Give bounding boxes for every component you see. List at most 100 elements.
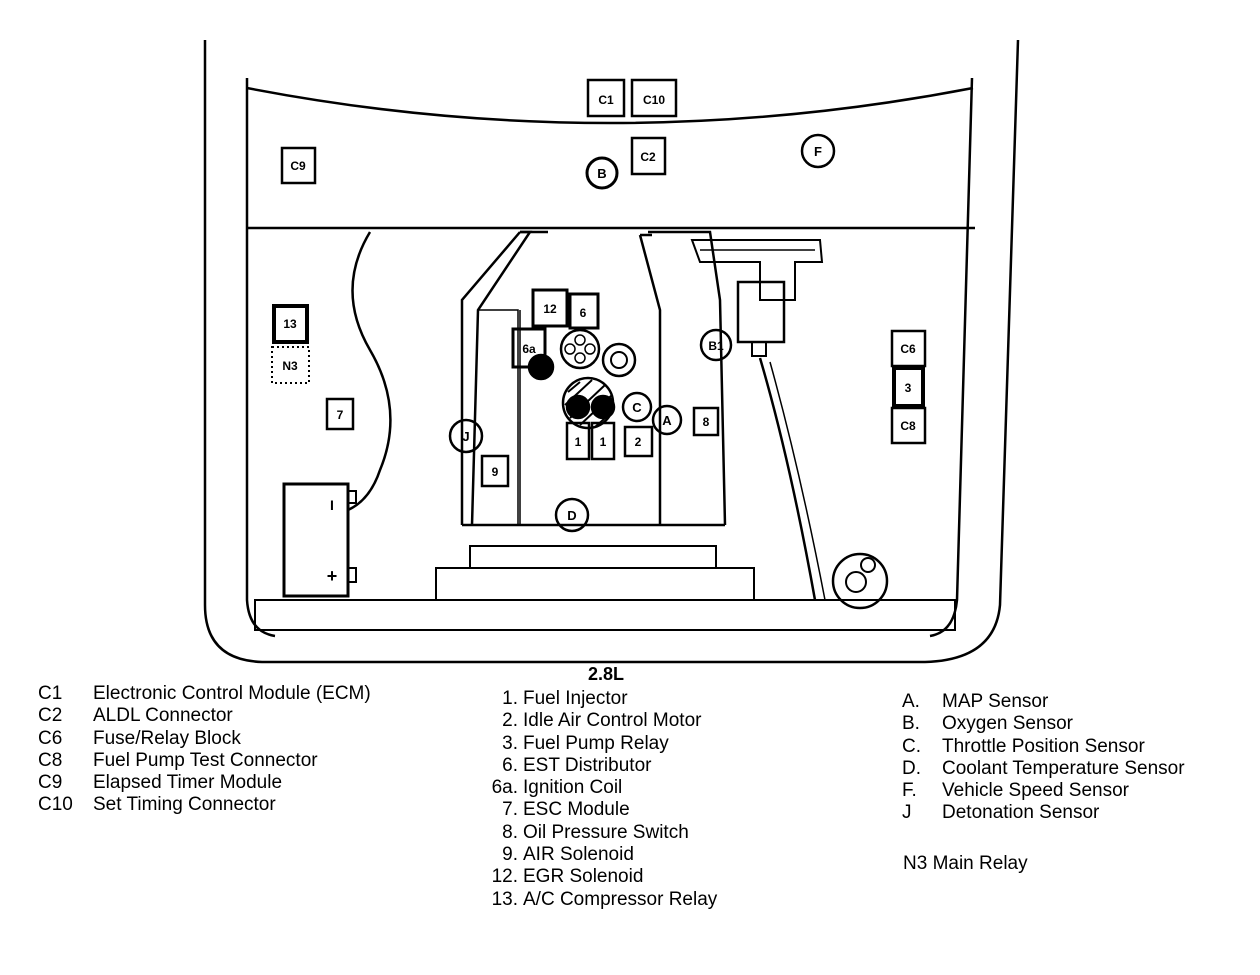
d-circle [554, 497, 590, 533]
coil-knob [527, 353, 555, 381]
distributor-cap [559, 328, 601, 370]
legend-code: 1. [502, 688, 518, 709]
legend-desc: ALDL Connector [93, 705, 233, 727]
callout-c1: C1 [598, 93, 614, 107]
legend-code: C. [902, 735, 921, 757]
engine-right-bank [638, 230, 727, 526]
n2-box [623, 425, 654, 458]
legend-code: 9. [502, 844, 518, 866]
harness-left [347, 231, 392, 512]
callout-b1: B1 [708, 339, 724, 353]
legend-code: J [902, 802, 912, 824]
n8-box [692, 406, 720, 437]
callout-b: B [597, 166, 606, 181]
callout-c10: C10 [643, 93, 665, 107]
callout-7: 7 [337, 408, 344, 422]
air-duct [690, 239, 824, 301]
legend-desc: AIR Solenoid [523, 844, 634, 866]
legend-desc: Electronic Control Module (ECM) [93, 683, 371, 704]
c1-box [586, 78, 626, 118]
legend-code: 6. [502, 754, 518, 776]
n12-box [531, 288, 569, 328]
body-outline [203, 39, 1020, 664]
legend-code: 13. [491, 888, 518, 910]
callout-13: 13 [283, 317, 297, 331]
n3-box [271, 346, 310, 384]
battery-pos-label: + [327, 566, 338, 586]
callout-6: 6 [580, 306, 587, 320]
legend-desc: Oil Pressure Switch [523, 821, 689, 843]
callout-d: D [567, 508, 576, 523]
callout-f: F [814, 144, 822, 159]
legend-desc: Fuel Injector [523, 688, 628, 709]
n1a-box [565, 421, 591, 461]
legend-desc: Idle Air Control Motor [523, 710, 702, 732]
n7-box [325, 397, 355, 431]
manifold-base [435, 567, 755, 601]
legend-desc: EGR Solenoid [523, 866, 644, 888]
b1-circle [699, 328, 733, 362]
callout-c9: C9 [290, 159, 306, 173]
legend-code: 8. [502, 821, 518, 843]
callout-1b: 1 [600, 435, 607, 449]
engine-title: 2.8L [588, 664, 625, 684]
harness-right [758, 357, 817, 601]
battery [282, 482, 350, 598]
legend-code: B. [902, 713, 920, 735]
legend-code: C8 [38, 749, 63, 771]
legend-code: D. [902, 757, 921, 779]
c10-box [630, 78, 678, 118]
legend-code: F. [902, 780, 917, 802]
cowl-top-edge [246, 86, 974, 125]
inner-wall-right [929, 77, 974, 638]
legend-code: 6a. [491, 777, 518, 799]
legend-desc: Detonation Sensor [942, 802, 1100, 824]
legend-desc: Set Timing Connector [93, 794, 276, 816]
battery-neg-label: I [330, 497, 334, 513]
legend-code: C10 [38, 794, 73, 816]
callout-j: J [462, 429, 469, 444]
c8-box [890, 406, 927, 445]
b-circle [585, 156, 619, 190]
legend-code: 3. [502, 732, 518, 754]
callout-1a: 1 [575, 435, 582, 449]
callout-a: A [662, 413, 672, 428]
inner-wall-left [245, 78, 276, 638]
legend-code: 7. [502, 799, 518, 821]
legend-desc: Fuel Pump Relay [523, 732, 669, 754]
c-circle [621, 391, 653, 423]
legend-desc: Ignition Coil [523, 777, 623, 799]
callout-9: 9 [492, 465, 499, 479]
valve-cover [469, 545, 717, 569]
callout-c8: C8 [900, 419, 916, 433]
floor-line [254, 599, 956, 631]
legend-desc: EST Distributor [523, 754, 652, 776]
oil-filler-outer [601, 342, 637, 378]
legend-code: C1 [38, 683, 63, 704]
a-circle [651, 404, 683, 436]
legend-code: C9 [38, 772, 63, 794]
n6-box [568, 292, 600, 330]
legend-desc: MAP Sensor [942, 691, 1049, 712]
n1b-box [590, 421, 616, 461]
callout-c: C [632, 400, 642, 415]
callout-6a: 6a [522, 342, 536, 356]
legend-desc: Fuel Pump Test Connector [93, 749, 318, 771]
main-relay-note: N3 Main Relay [903, 853, 1028, 874]
c9-box [280, 146, 317, 185]
legend-code: 12. [491, 866, 518, 888]
legend-desc: ESC Module [523, 799, 630, 821]
legend-desc: Oxygen Sensor [942, 713, 1073, 735]
n9-box [480, 454, 510, 488]
reservoir [831, 552, 889, 610]
c2-box [630, 136, 667, 176]
legend-desc: Elapsed Timer Module [93, 772, 283, 794]
legend-code: 2. [502, 710, 518, 732]
f-circle [800, 133, 836, 169]
engine-compartment-diagram: C1 C10 C2 C9 B F 13 N3 7 12 6 6a B1 C A … [203, 39, 1020, 664]
callout-8: 8 [703, 415, 710, 429]
legend-desc: A/C Compressor Relay [523, 888, 718, 910]
callout-3: 3 [905, 381, 912, 395]
n3b-box [892, 366, 925, 408]
callout-c2: C2 [640, 150, 656, 164]
